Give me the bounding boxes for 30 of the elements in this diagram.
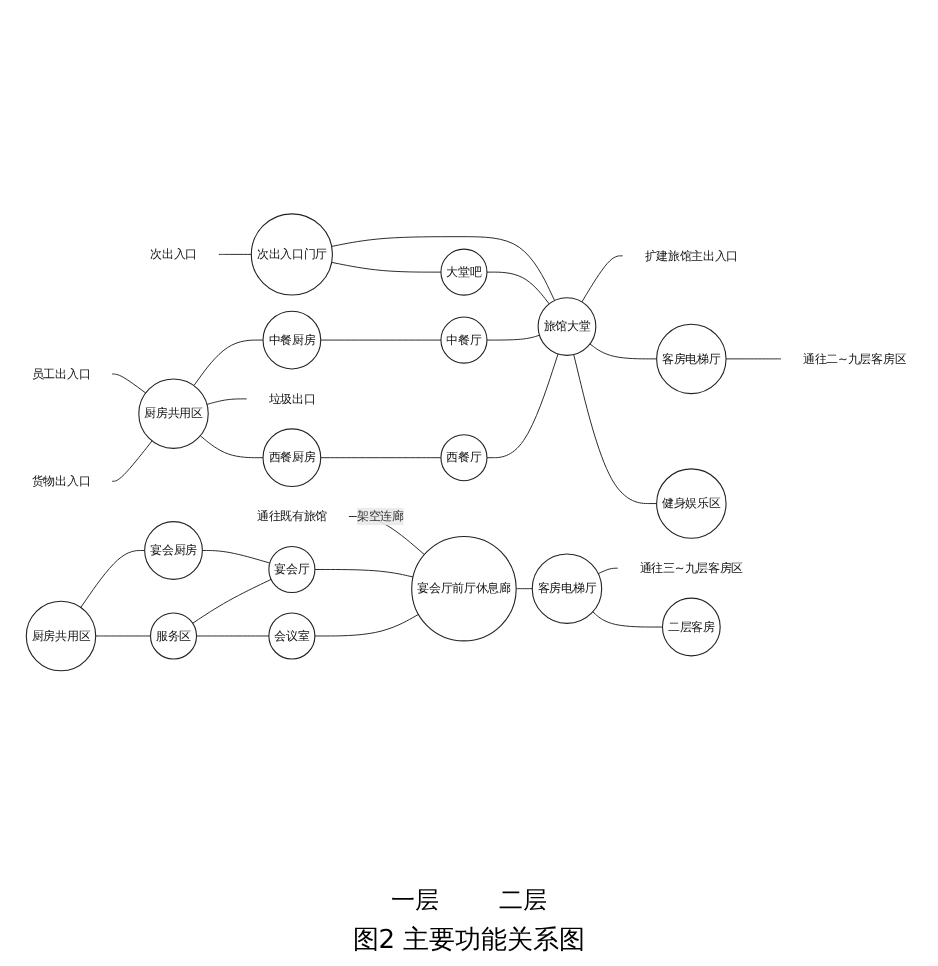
connector [80, 549, 146, 608]
connector [314, 613, 419, 637]
connector [581, 255, 624, 303]
connector [111, 440, 153, 482]
connector [486, 334, 540, 341]
connector [206, 398, 248, 405]
connector [486, 271, 550, 305]
floor-label: 二层 [499, 884, 547, 918]
connector [111, 373, 147, 394]
connector [199, 435, 264, 458]
connector [725, 358, 782, 360]
connector [486, 353, 559, 458]
connector [201, 549, 271, 564]
connector [573, 353, 658, 504]
connector [95, 635, 151, 637]
connector [193, 339, 264, 386]
connector [196, 635, 270, 637]
floor-label: 一层 [391, 884, 439, 918]
connector [331, 235, 556, 301]
connector [589, 343, 658, 360]
connector [320, 339, 442, 341]
figure-caption: 图2 主要功能关系图 [352, 924, 586, 958]
connector [218, 253, 252, 255]
connector [592, 611, 663, 628]
connector [331, 261, 442, 273]
connector [597, 567, 619, 574]
connector [515, 587, 533, 589]
connector [320, 456, 442, 458]
connector [314, 568, 414, 578]
connector [192, 578, 272, 624]
